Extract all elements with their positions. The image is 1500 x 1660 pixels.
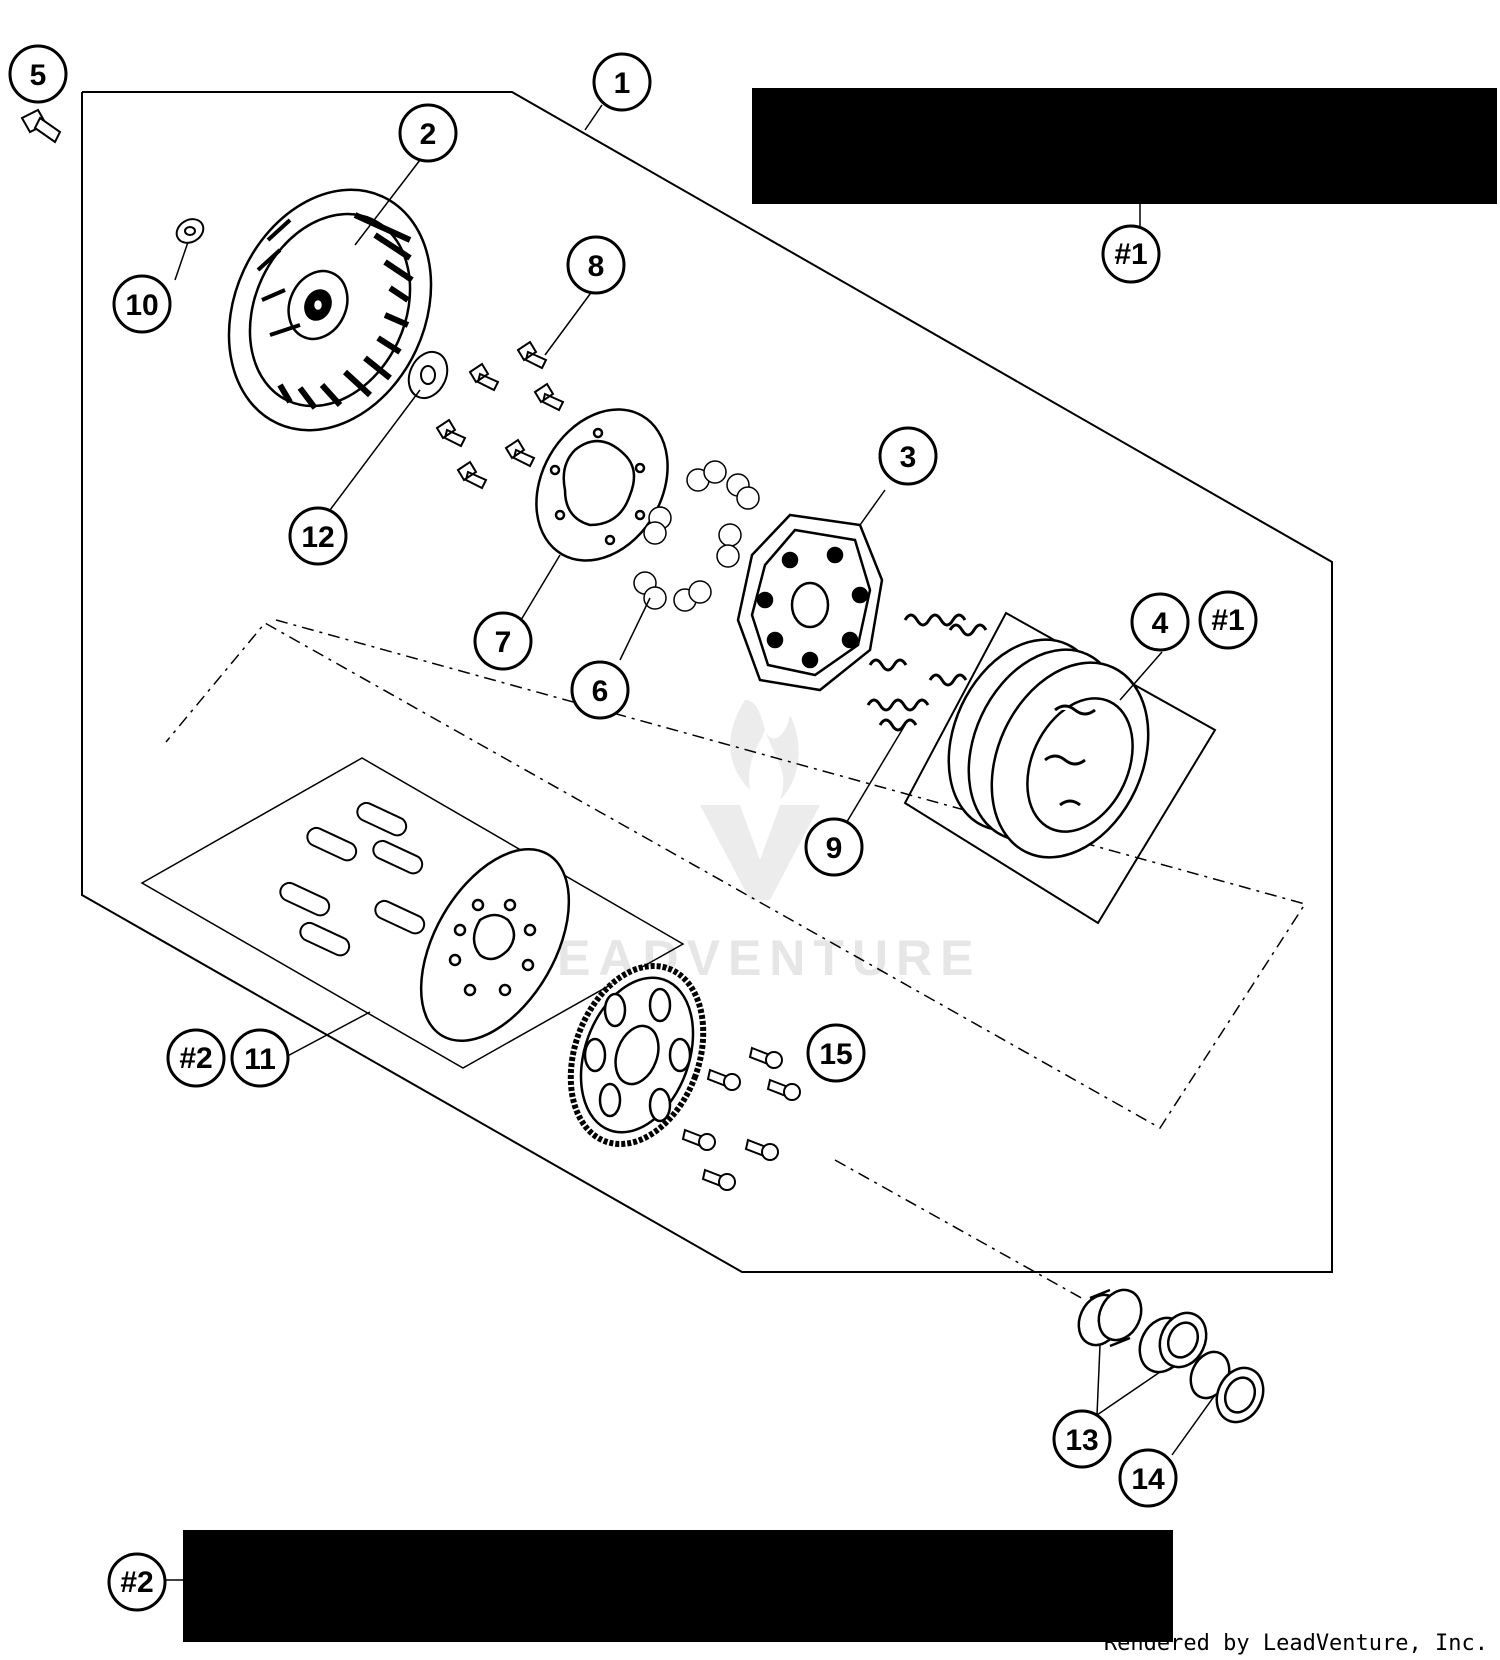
callout-13[interactable]: [1052, 1409, 1112, 1469]
callout-ref1-part4-label: #1: [1211, 604, 1244, 637]
callout-ref2-bottom[interactable]: [107, 1552, 167, 1612]
part-9-springs: [866, 613, 988, 732]
part-3-inner-hub: [736, 513, 884, 692]
callouts: 1 2 5 #1 8 10 3 12 4 #1 7 6 9 #2 11 15 1: [8, 44, 1258, 1612]
callout-15-label: 15: [819, 1038, 852, 1071]
callout-ref2-bottom-label: #2: [120, 1566, 153, 1599]
part-2-clutch-basket: [227, 188, 433, 432]
part-12-washer: [407, 350, 449, 400]
watermark-v-icon: [700, 805, 820, 900]
part-15-screws: [681, 1046, 801, 1191]
callout-9[interactable]: [804, 817, 864, 877]
callout-8-label: 8: [588, 250, 605, 283]
callout-ref1-part4[interactable]: [1198, 590, 1258, 650]
part-4-clutch-plates: [947, 638, 1150, 859]
callout-5[interactable]: [8, 44, 68, 104]
callout-2-label: 2: [420, 118, 437, 151]
render-credit: Rendered by LeadVenture, Inc.: [1103, 1631, 1488, 1656]
callout-12[interactable]: [288, 506, 348, 566]
callout-5-label: 5: [30, 59, 47, 92]
callout-9-label: 9: [826, 832, 843, 865]
part-15-sprocket: [567, 962, 707, 1148]
part11-box: [140, 757, 685, 1069]
part-10-washer: [175, 218, 205, 244]
callout-ref2-part11-label: #2: [179, 1042, 212, 1075]
redacted-label-top: [752, 88, 1497, 204]
callout-14[interactable]: [1118, 1448, 1178, 1508]
part-7-plate: [535, 408, 669, 562]
part-5-bolt: [20, 108, 62, 144]
leader-lines: [157, 104, 1216, 1581]
callout-6[interactable]: [570, 660, 630, 720]
callout-1[interactable]: [592, 52, 652, 112]
part-13-bearings: [1077, 1288, 1208, 1374]
callout-8[interactable]: [566, 235, 626, 295]
part-14-spacer: [1189, 1350, 1265, 1424]
watermark-flame-icon: [730, 700, 799, 800]
callout-3-label: 3: [900, 441, 917, 474]
part4-box: [903, 611, 1217, 925]
callout-15[interactable]: [806, 1023, 866, 1083]
callout-10[interactable]: [112, 274, 172, 334]
callout-4-label: 4: [1152, 607, 1169, 640]
callout-13-label: 13: [1065, 1424, 1098, 1457]
callout-ref1-top-label: #1: [1114, 238, 1147, 271]
watermark: LEADVENTURE: [518, 700, 981, 986]
part-8-screws: [435, 340, 565, 490]
callout-ref2-part11[interactable]: [166, 1028, 226, 1088]
part-6-balls: [633, 460, 760, 612]
callout-12-label: 12: [301, 521, 334, 554]
part-11-pins: [279, 801, 426, 957]
callout-7[interactable]: [473, 611, 533, 671]
callout-10-label: 10: [125, 289, 158, 322]
callout-14-label: 14: [1131, 1463, 1165, 1496]
callout-11[interactable]: [230, 1028, 290, 1088]
kit-outline-main: [81, 91, 1333, 1273]
callout-2[interactable]: [398, 103, 458, 163]
dash-leader-bearings: [834, 1159, 1086, 1301]
callout-7-label: 7: [495, 626, 512, 659]
callout-ref1-top[interactable]: [1101, 224, 1161, 284]
callout-3[interactable]: [878, 426, 938, 486]
redacted-label-bottom: [183, 1530, 1173, 1642]
watermark-text: LEADVENTURE: [518, 930, 981, 986]
part-11-plate: [419, 847, 571, 1043]
callout-6-label: 6: [592, 675, 609, 708]
callout-4[interactable]: [1130, 592, 1190, 652]
callout-11-label: 11: [244, 1043, 276, 1076]
callout-1-label: 1: [614, 67, 631, 100]
